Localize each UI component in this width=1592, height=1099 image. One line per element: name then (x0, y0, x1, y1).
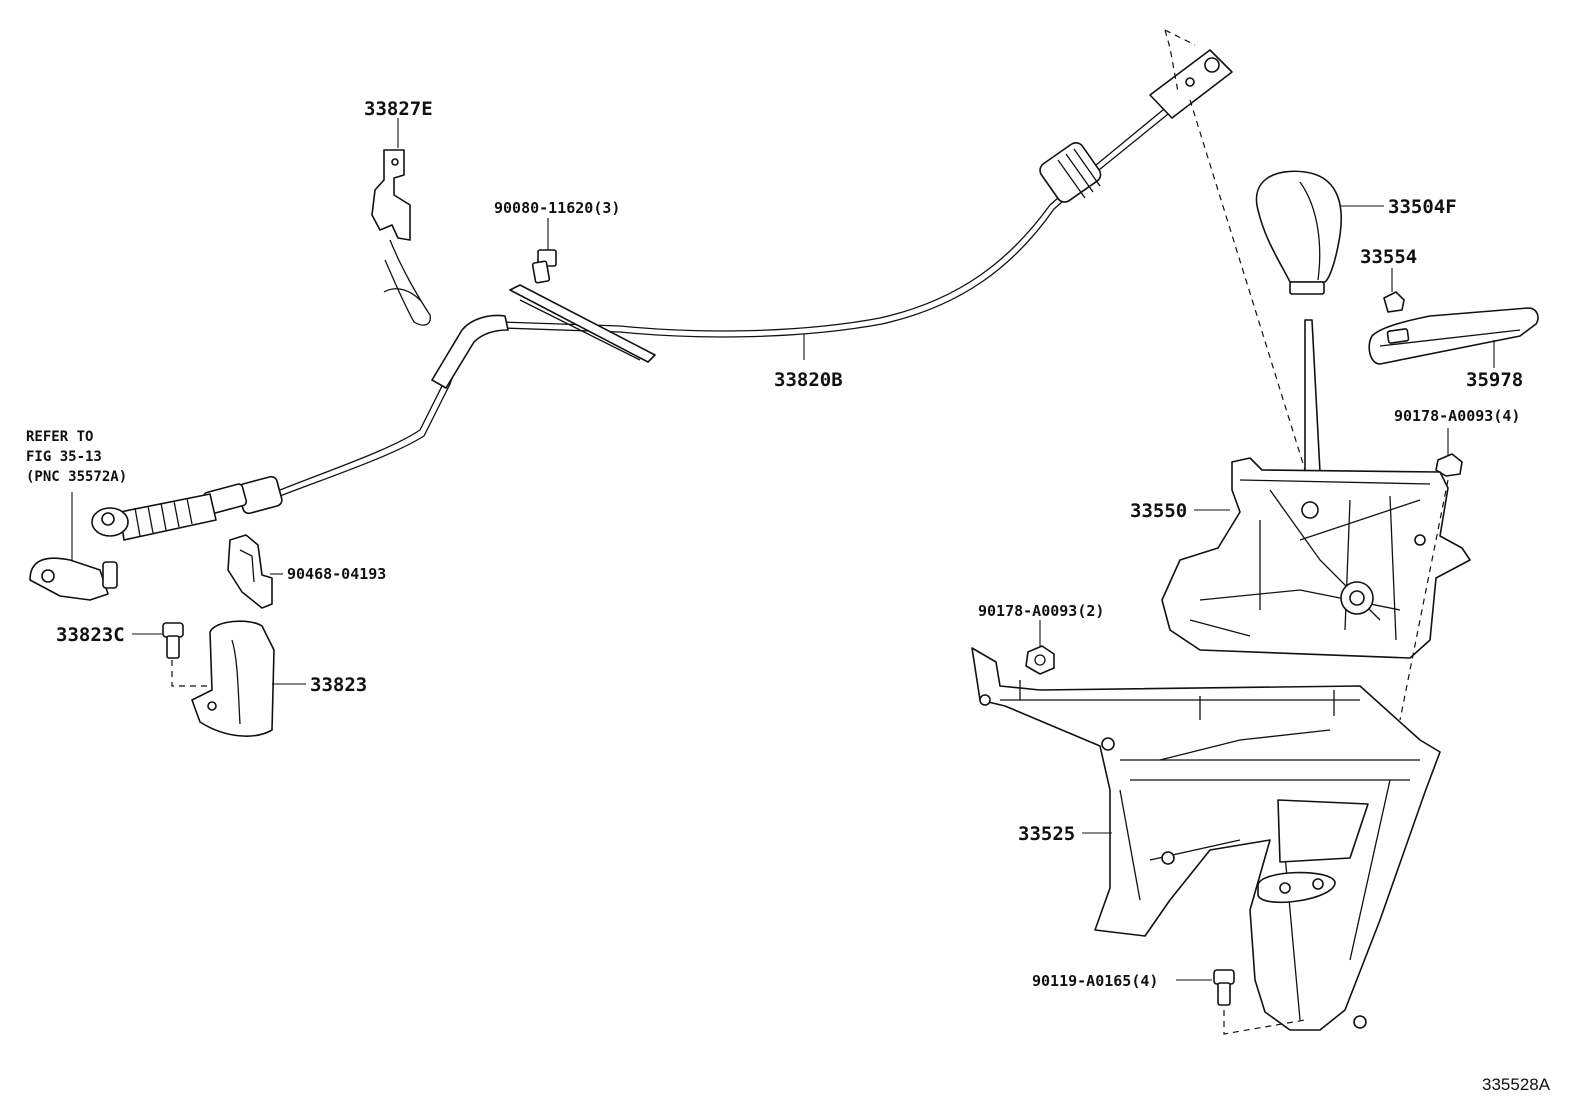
label-33823: 33823 (310, 674, 367, 696)
bolt-90119 (1213, 969, 1235, 1006)
figure-id: 335528A (1482, 1075, 1551, 1094)
label-35978: 35978 (1466, 369, 1523, 391)
shift-cable (91, 49, 1233, 541)
clip-33554 (1383, 291, 1405, 313)
label-33827E: 33827E (364, 98, 433, 120)
bezel-35978 (1368, 307, 1539, 365)
shift-knob-33504F (1255, 170, 1342, 295)
label-33823C: 33823C (56, 624, 125, 646)
part-labels: 33827E 90080-11620(3) 33820B 33504F 3355… (56, 98, 1523, 990)
nut-90178-upper (1435, 453, 1463, 477)
label-33525: 33525 (1018, 823, 1075, 845)
label-90178-4: 90178-A0093(4) (1394, 407, 1520, 425)
bolt-33823C (162, 622, 184, 659)
leader-lines (71, 118, 1495, 981)
reference-line-1: REFER TO (26, 429, 93, 445)
shifter-assembly-33550 (1161, 319, 1471, 659)
clip-90468 (227, 534, 273, 609)
reference-note: REFER TO FIG 35-13 (PNC 35572A) (26, 429, 127, 485)
cable-bracket (29, 557, 118, 601)
cable-clip-33827E (371, 149, 431, 326)
cover-33823 (191, 620, 275, 737)
label-90119: 90119-A0165(4) (1032, 972, 1158, 990)
nut-90178-lower (1025, 645, 1055, 675)
label-90468: 90468-04193 (287, 565, 386, 583)
bracket-33525 (971, 647, 1441, 1031)
label-90178-2: 90178-A0093(2) (978, 602, 1104, 620)
label-33504F: 33504F (1388, 196, 1457, 218)
label-90080: 90080-11620(3) (494, 199, 620, 217)
label-33820B: 33820B (774, 369, 843, 391)
label-33554: 33554 (1360, 246, 1417, 268)
reference-line-3: (PNC 35572A) (26, 469, 127, 485)
assembly-lines (171, 29, 1449, 1035)
label-33550: 33550 (1130, 500, 1187, 522)
reference-line-2: FIG 35-13 (26, 449, 102, 465)
bolt-90080 (531, 249, 557, 284)
